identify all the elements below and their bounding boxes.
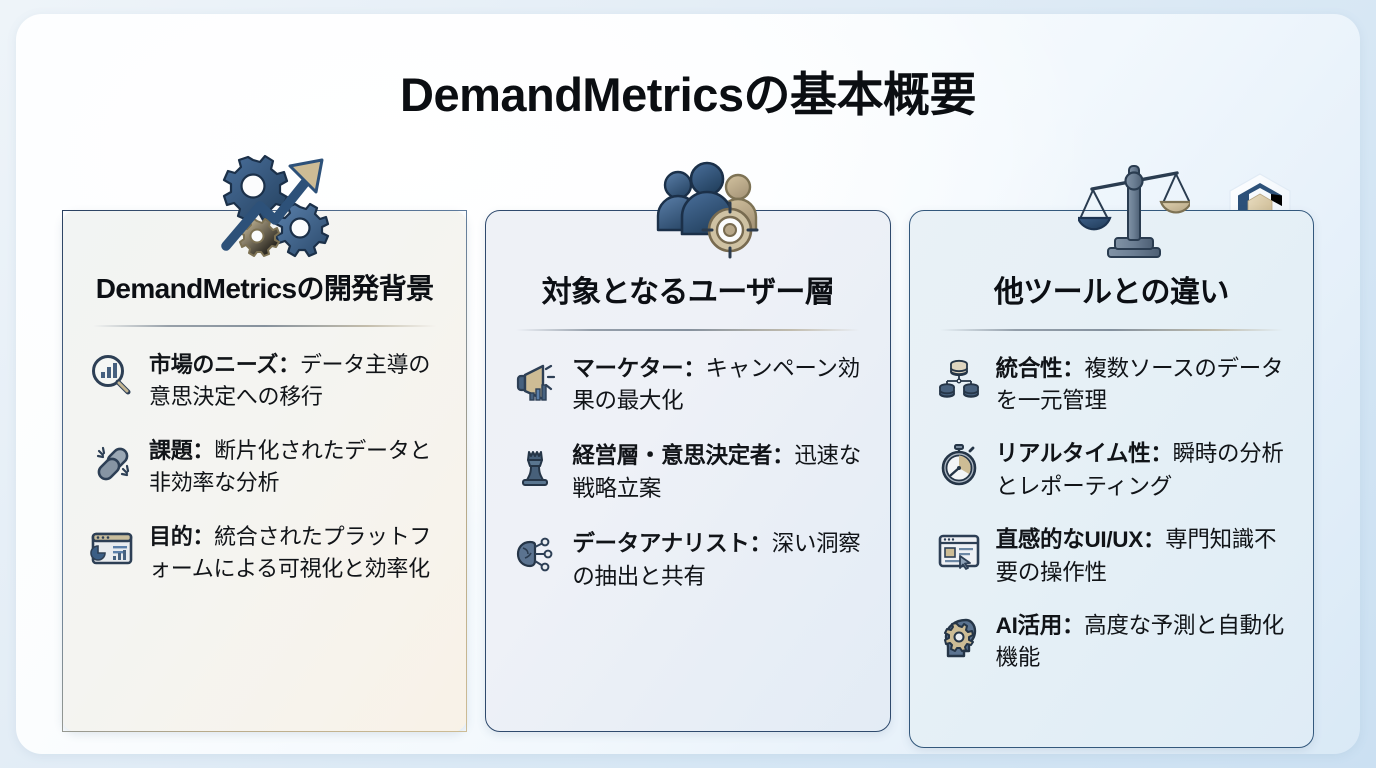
- list-item-body: 統合されたプラットフォームによる可視化と効率化: [149, 523, 432, 582]
- list-item[interactable]: 統合性：複数ソースのデータを一元管理: [936, 353, 1287, 419]
- slide-panel: DemandMetricsの基本概要: [16, 14, 1360, 754]
- list-item-separator: ：: [1062, 355, 1085, 381]
- list-item-label: データアナリスト: [572, 530, 750, 556]
- list-item-body: キャンペーン効果の最大化: [572, 355, 860, 414]
- megaphone-bar-chart-icon: [512, 357, 558, 403]
- list-item-separator: ：: [1150, 441, 1173, 467]
- list-item-label: リアルタイム性: [995, 441, 1151, 467]
- list-item[interactable]: 課題：断片化されたデータと非効率な分析: [89, 435, 440, 499]
- list-item-text: マーケター：キャンペーン効果の最大化: [572, 353, 863, 419]
- list-item[interactable]: AI活用：高度な予測と自動化機能: [936, 610, 1287, 676]
- list-item-separator: ：: [1061, 612, 1085, 638]
- list-item-separator: ：: [749, 530, 772, 556]
- card-divider: [939, 329, 1283, 331]
- list-item[interactable]: 目的：統合されたプラットフォームによる可視化と効率化: [89, 521, 440, 585]
- list-item-label: AI活用: [995, 612, 1063, 638]
- list-item-label: 市場のニーズ: [149, 351, 279, 377]
- list-item-separator: ：: [683, 355, 706, 381]
- list-item-text: 経営層・意思決定者：迅速な戦略立案: [572, 440, 863, 506]
- magnifier-bar-chart-icon: [89, 353, 135, 399]
- list-item[interactable]: 直感的なUI/UX：専門知識不要の操作性: [936, 524, 1287, 590]
- list-item-text: リアルタイム性：瞬時の分析とレポーティング: [996, 438, 1287, 504]
- broken-chain-link-icon: [89, 439, 135, 485]
- card-target-users[interactable]: 対象となるユーザー層: [485, 210, 891, 732]
- card-divider: [93, 325, 437, 327]
- database-hierarchy-icon: [936, 357, 982, 403]
- dashboard-window-icon: [89, 525, 135, 571]
- list-item[interactable]: データアナリスト：深い洞察の抽出と共有: [512, 528, 863, 594]
- list-item-separator: ：: [1142, 526, 1166, 552]
- list-item-body: データ主導の意思決定への移行: [149, 351, 431, 409]
- list-item-text: データアナリスト：深い洞察の抽出と共有: [572, 528, 863, 594]
- list-item-body: 断片化されたデータと非効率な分析: [149, 437, 432, 495]
- list-item[interactable]: 経営層・意思決定者：迅速な戦略立案: [512, 440, 863, 506]
- page-title: DemandMetricsの基本概要: [400, 68, 977, 121]
- list-item-text: 市場のニーズ：データ主導の意思決定への移行: [149, 349, 440, 413]
- card-divider: [516, 329, 860, 331]
- list-item-body: 深い洞察の抽出と共有: [572, 530, 861, 589]
- list-item-body: 迅速な戦略立案: [572, 443, 861, 502]
- brain-network-icon: [512, 532, 558, 578]
- list-item-label: 目的: [149, 523, 193, 549]
- list-item-text: AI活用：高度な予測と自動化機能: [996, 610, 1287, 676]
- list-item-text: 課題：断片化されたデータと非効率な分析: [149, 435, 440, 499]
- card-title: DemandMetricsの開発背景: [95, 273, 434, 304]
- list-item-separator: ：: [772, 443, 795, 469]
- list-item[interactable]: マーケター：キャンペーン効果の最大化: [512, 353, 863, 419]
- list-item-separator: ：: [278, 351, 300, 377]
- card-differences-from-other-tools[interactable]: 他ツールとの違い: [908, 210, 1314, 748]
- list-item[interactable]: 市場のニーズ：データ主導の意思決定への移行: [89, 349, 440, 413]
- card-item-list: 統合性：複数ソースのデータを一元管理: [934, 343, 1289, 676]
- list-item-text: 目的：統合されたプラットフォームによる可視化と効率化: [149, 521, 440, 585]
- chess-piece-icon: [512, 444, 558, 490]
- list-item-body: 高度な予測と自動化機能: [995, 612, 1285, 671]
- card-development-background[interactable]: DemandMetricsの開発背景: [62, 210, 468, 732]
- list-item-label: 経営層・意思決定者: [572, 443, 773, 469]
- list-item-text: 直感的なUI/UX：専門知識不要の操作性: [996, 524, 1287, 590]
- list-item-body: 複数ソースのデータを一元管理: [995, 355, 1284, 414]
- list-item-text: 統合性：複数ソースのデータを一元管理: [996, 353, 1287, 419]
- list-item-body: 瞬時の分析とレポーティング: [995, 441, 1284, 500]
- list-item-separator: ：: [192, 523, 215, 549]
- card-title: 他ツールとの違い: [993, 276, 1230, 309]
- stopwatch-icon: [936, 442, 982, 488]
- list-item-label: 直感的なUI/UX: [995, 526, 1144, 552]
- list-item-separator: ：: [192, 437, 215, 463]
- list-item-label: マーケター: [572, 355, 684, 381]
- list-item-label: 統合性: [995, 355, 1063, 381]
- cards-row: DemandMetricsの開発背景: [62, 210, 1314, 748]
- list-item[interactable]: リアルタイム性：瞬時の分析とレポーティング: [936, 438, 1287, 504]
- card-item-list: マーケター：キャンペーン効果の最大化: [510, 343, 865, 594]
- ui-window-cursor-icon: [936, 528, 982, 574]
- card-title: 対象となるユーザー層: [541, 276, 835, 309]
- list-item-body: 専門知識不要の操作性: [995, 526, 1277, 585]
- list-item-label: 課題: [149, 437, 193, 463]
- head-gear-ai-icon: [936, 614, 982, 660]
- card-item-list: 市場のニーズ：データ主導の意思決定への移行: [87, 339, 442, 586]
